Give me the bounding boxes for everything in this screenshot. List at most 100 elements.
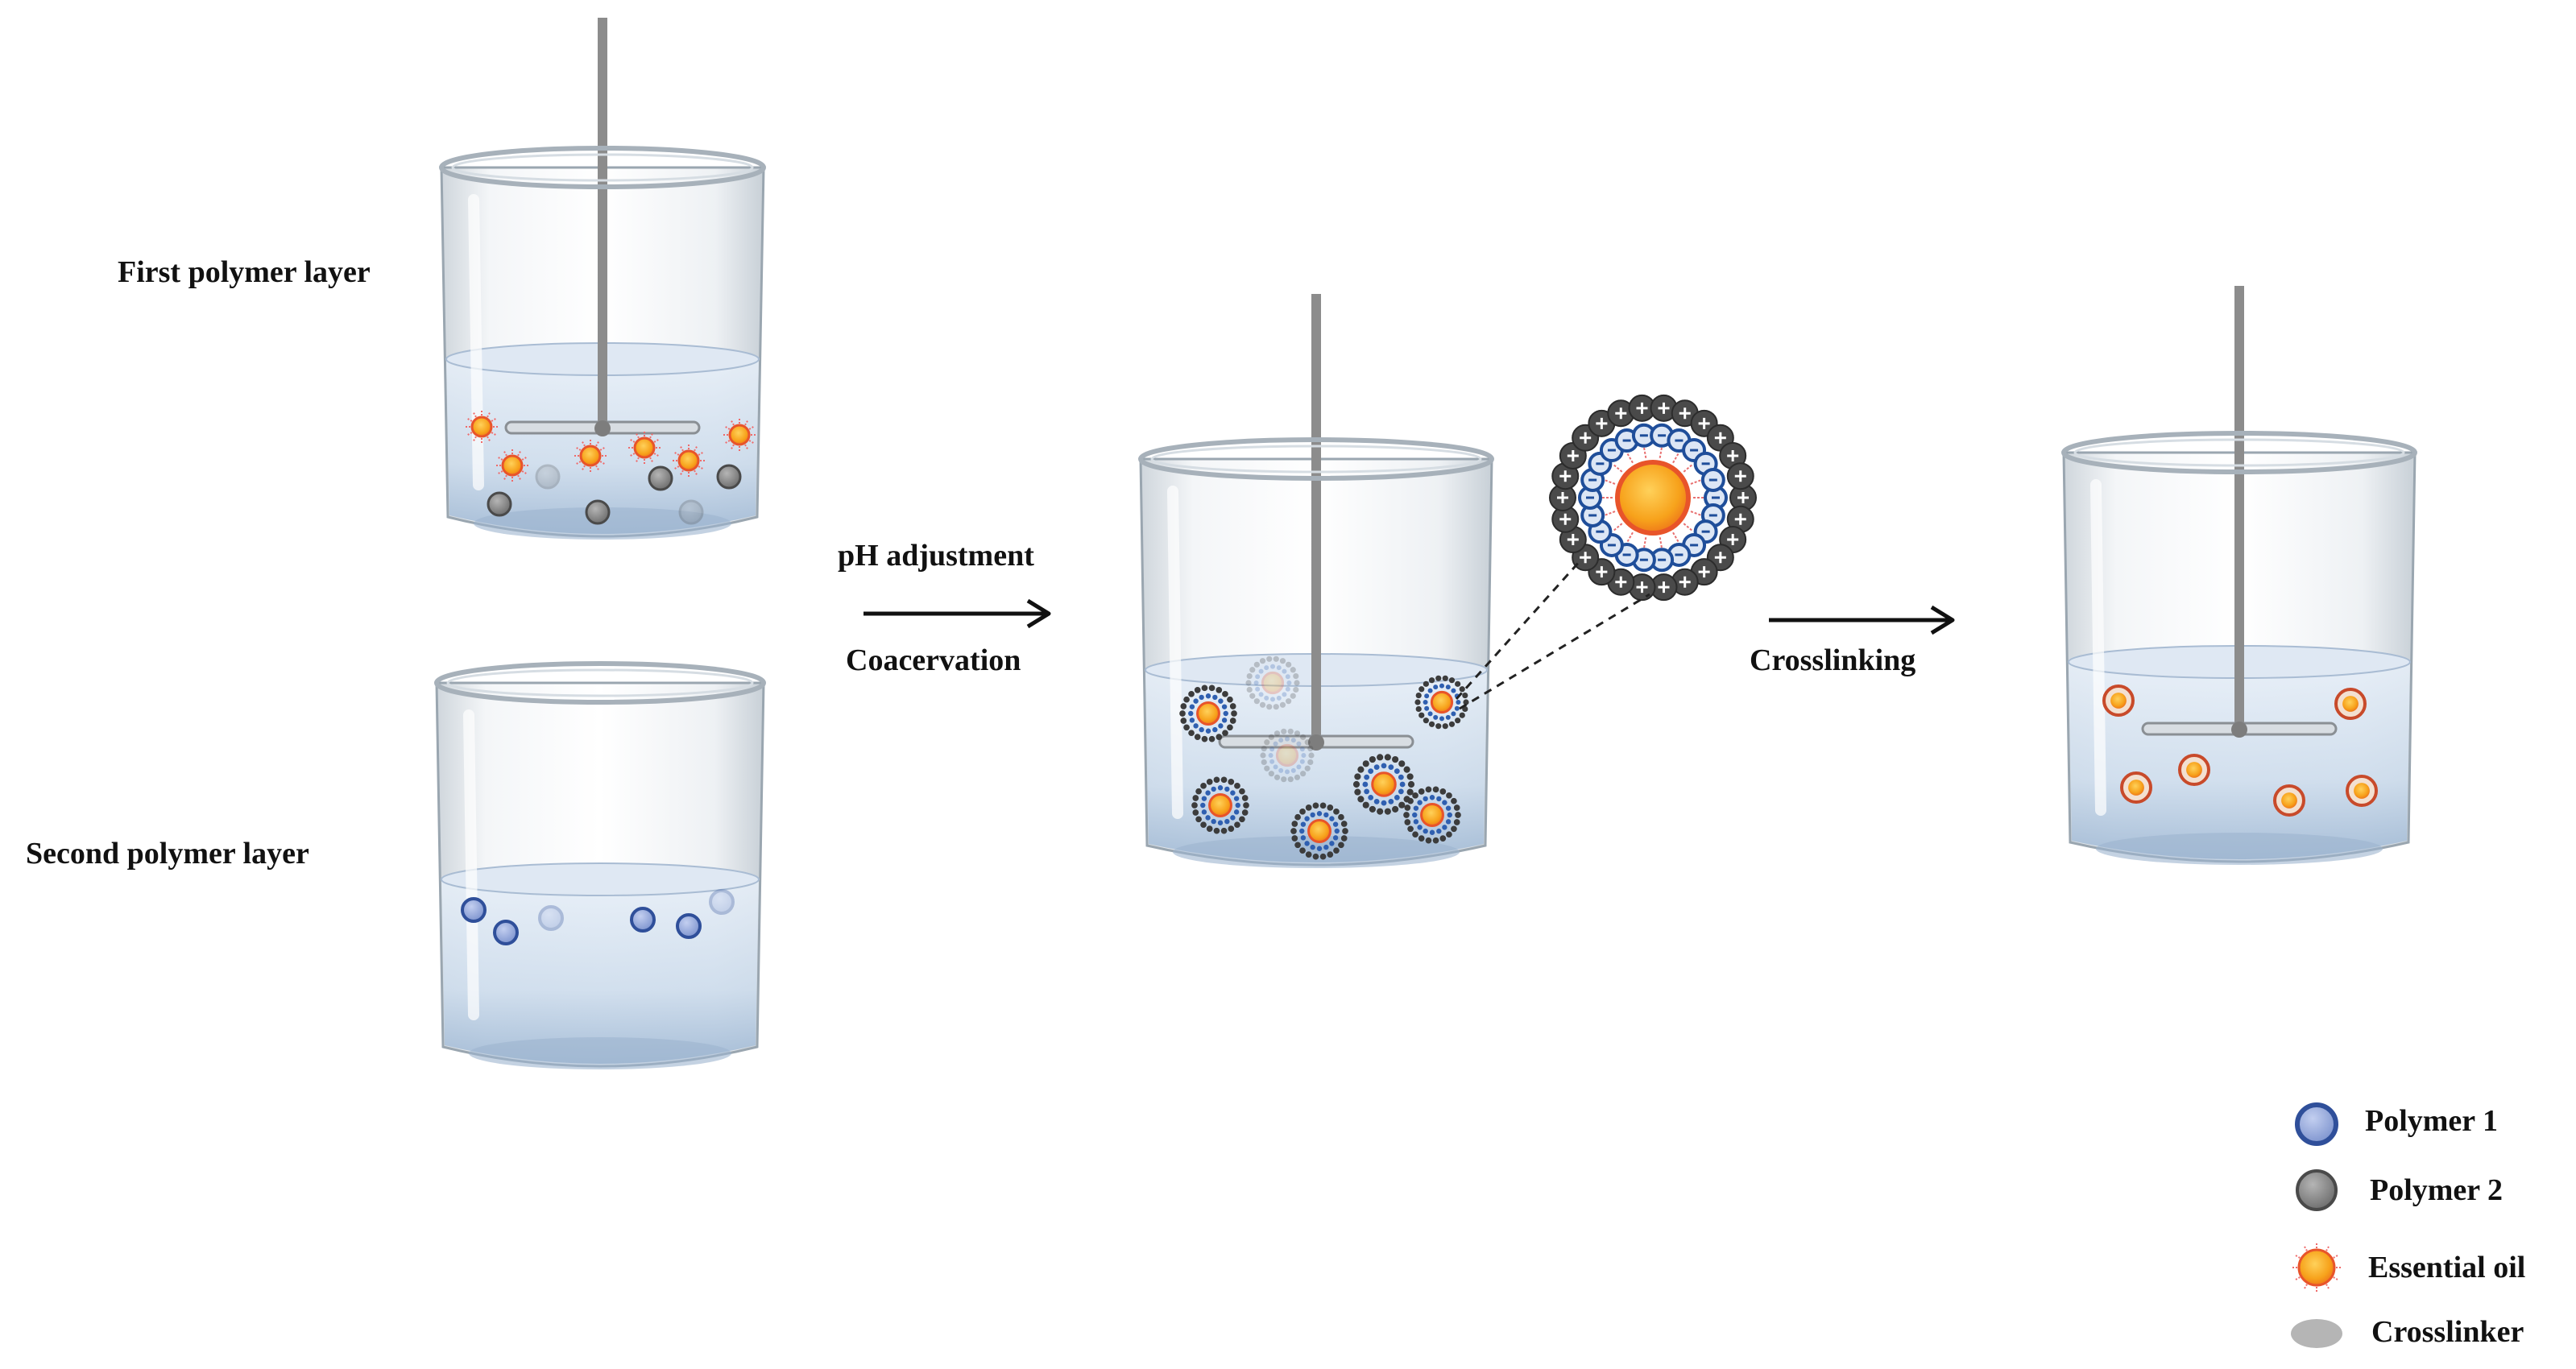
shell-inner-bead	[1199, 694, 1204, 701]
oil-ray	[673, 451, 680, 456]
zoom-oil-ray	[1613, 523, 1623, 531]
plus-sign	[1679, 576, 1691, 588]
shell-bead	[1200, 821, 1207, 829]
shell-inner-bead	[1276, 665, 1282, 671]
oil-core	[470, 416, 493, 438]
oil-ray	[574, 461, 582, 465]
shell-inner-bead	[1417, 800, 1423, 805]
plus-sign	[1559, 513, 1572, 525]
shell-bead	[1290, 828, 1297, 834]
crosslinked-capsule	[2102, 684, 2135, 717]
shell-bead	[1228, 825, 1235, 832]
shell-bead	[1418, 835, 1425, 842]
oil-ray	[466, 432, 473, 436]
oil-ray	[628, 438, 636, 443]
shell-bead	[1442, 723, 1448, 730]
essential-oil-droplet	[573, 438, 608, 474]
zoom-oil-ray	[1626, 453, 1634, 464]
shell-bead	[1398, 760, 1406, 767]
oil-ray	[472, 411, 477, 418]
shell-bead	[1463, 699, 1469, 705]
shell-bead	[1268, 734, 1274, 740]
shell-inner-bead	[1398, 788, 1404, 795]
shell-bead	[1407, 780, 1415, 788]
oil-ray	[2333, 1254, 2340, 1259]
shell-bead	[1253, 698, 1260, 705]
polymer2-particle	[535, 464, 561, 490]
shell-bead	[1191, 802, 1198, 809]
shell-inner-bead	[1218, 698, 1224, 704]
plus-sign	[1734, 470, 1746, 482]
shell-inner-bead	[1332, 835, 1339, 841]
shell-inner-bead	[1445, 819, 1452, 825]
shell-inner-bead	[1381, 763, 1387, 769]
crosslinked-capsule	[2120, 771, 2152, 804]
shell-bead	[1220, 776, 1228, 784]
polymer2-particle	[648, 465, 673, 491]
plus-sign	[1698, 566, 1710, 578]
oil-ray	[521, 456, 528, 461]
shell-bead	[1338, 842, 1344, 849]
beaker-rim-inner	[446, 668, 754, 697]
shell-bead	[1192, 809, 1199, 816]
shell-inner-bead	[1329, 841, 1335, 846]
shell-bead	[1369, 755, 1376, 763]
shell-inner-bead	[1299, 828, 1305, 834]
shell-bead	[1446, 831, 1452, 838]
shell-inner-bead	[1394, 768, 1400, 775]
shell-bead	[1266, 704, 1273, 710]
shell-inner-bead	[1188, 710, 1194, 717]
shell-bead	[1403, 766, 1410, 773]
shell-bead	[1243, 802, 1249, 809]
shell-bead	[1273, 704, 1279, 710]
zoom-oil-ray	[1672, 531, 1679, 543]
shell-bead	[1194, 734, 1201, 740]
arrow-crosslinking	[1769, 605, 1955, 635]
shell-inner-bead	[1445, 805, 1452, 811]
capsule-core	[1430, 690, 1454, 714]
shell-bead	[1428, 677, 1435, 684]
shell-inner-bead	[1233, 809, 1240, 815]
shell-bead	[1281, 728, 1287, 734]
oil-ray	[581, 440, 586, 447]
shell-inner-bead	[1394, 794, 1400, 800]
crosslinked-core	[2281, 792, 2297, 809]
shell-bead	[1342, 828, 1348, 834]
oil-ray	[679, 469, 684, 477]
oil-ray	[653, 438, 661, 443]
shell-bead	[1412, 792, 1418, 799]
polymer2-particle	[716, 464, 742, 490]
oil-ray	[496, 470, 503, 475]
zoom-oil-ray	[1683, 464, 1693, 473]
callout-line-lower	[1459, 593, 1650, 710]
shell-inner-bead	[1193, 723, 1199, 729]
crosslinked-core	[2354, 783, 2370, 799]
oil-ray	[730, 444, 735, 451]
shell-bead	[1404, 804, 1411, 811]
oil-ray	[723, 425, 731, 430]
plus-sign	[1580, 432, 1592, 444]
plus-sign	[1734, 513, 1746, 525]
shell-bead	[1180, 718, 1187, 724]
oil-ray	[635, 457, 640, 464]
shell-inner-bead	[1270, 697, 1275, 702]
essential-oil-droplet	[495, 448, 530, 483]
shell-inner-bead	[1282, 668, 1287, 674]
beaker-crosslinking	[2061, 286, 2417, 865]
shell-bead	[1294, 842, 1301, 849]
oil-ray	[673, 465, 680, 470]
shell-bead	[1229, 718, 1236, 724]
essential-oil-droplet	[722, 417, 757, 453]
shell-bead	[1279, 701, 1286, 708]
oil-core	[728, 424, 751, 446]
shell-inner-bead	[1221, 718, 1228, 723]
shell-inner-bead	[1423, 828, 1428, 834]
coacervate-capsule	[1245, 656, 1300, 710]
shell-bead	[1435, 723, 1442, 730]
shell-bead	[1264, 765, 1270, 771]
zoom-oil-ray	[1604, 479, 1616, 485]
shell-bead	[1307, 745, 1314, 752]
shell-bead	[1290, 693, 1296, 699]
shell-bead	[1206, 779, 1213, 785]
shell-inner-bead	[1255, 686, 1261, 692]
